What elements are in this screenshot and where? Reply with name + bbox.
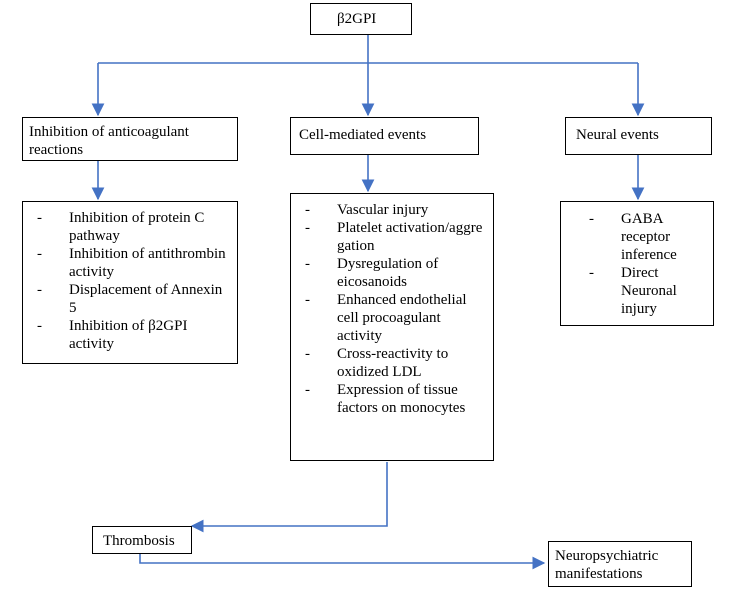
thrombosis-box: Thrombosis [92,526,192,554]
branch-box-2: Cell-mediated events [290,117,479,155]
list-item: -Dysregulation of eicosanoids [305,256,439,290]
list-item: -Vascular injury [305,202,429,218]
root-label: β2GPI [337,11,377,27]
list-1: -Inhibition of protein C pathway -Inhibi… [23,209,231,353]
list-box-2: -Vascular injury -Platelet activation/ag… [290,193,494,461]
branch-box-1: Inhibition of anticoagulant reactions [22,117,238,161]
root-box: β2GPI [310,3,412,35]
thrombosis-label: Thrombosis [103,533,175,549]
branch-label-1: Inhibition of anticoagulant reactions [29,124,189,158]
list-box-1: -Inhibition of protein C pathway -Inhibi… [22,201,238,364]
list-item: -Inhibition of antithrombin activity [37,246,226,280]
list-item: -GABA receptor inference [589,211,677,263]
list-item: -Platelet activation/aggregation [305,220,483,254]
list-item: -Enhanced endothelial cell procoagulant … [305,292,467,344]
list-box-3: -GABA receptor inference -Direct Neurona… [560,201,714,326]
neuro-label: Neuropsychiatric manifestations [555,548,659,582]
neuro-box: Neuropsychiatric manifestations [548,541,692,587]
list-item: -Inhibition of β2GPI activity [37,318,188,352]
branch-label-2: Cell-mediated events [299,127,427,143]
list-item: -Expression of tissue factors on monocyt… [305,382,466,416]
arrow-to-neuro [139,551,546,570]
list-item: -Direct Neuronal injury [589,265,677,317]
list-3: -GABA receptor inference -Direct Neurona… [561,210,707,318]
arrow-to-thrombosis [190,462,388,533]
list-item: -Displacement of Annexin 5 [37,282,223,316]
list-item: -Cross-reactivity to oxidized LDL [305,346,449,380]
branch-label-3: Neural events [576,127,659,143]
branch-box-3: Neural events [565,117,712,155]
list-2: -Vascular injury -Platelet activation/ag… [291,201,489,417]
list-item: -Inhibition of protein C pathway [37,210,205,244]
